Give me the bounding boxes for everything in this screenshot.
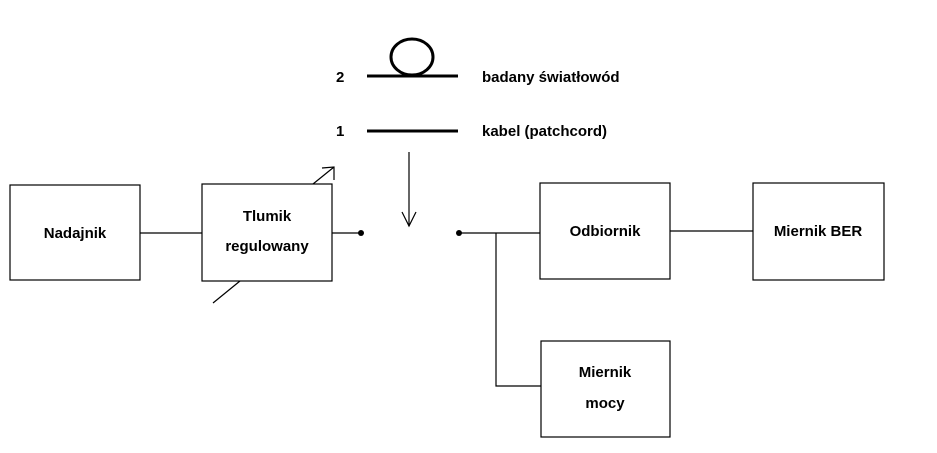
wire-branch-power-meter <box>495 233 541 387</box>
connector-left <box>358 230 364 236</box>
adjustable-arrow-icon <box>212 166 335 304</box>
receiver-label: Odbiornik <box>570 223 641 240</box>
option-1-label: kabel (patchcord) <box>482 123 607 140</box>
option-1-number: 1 <box>336 123 344 140</box>
transmitter-block: Nadajnik <box>9 184 141 281</box>
attenuator-block: Tlumik regulowany <box>201 183 333 282</box>
attenuator-label-line1: Tlumik <box>243 208 292 225</box>
insert-arrow-icon <box>401 152 417 228</box>
attenuator-label-line2: regulowany <box>225 238 309 255</box>
ber-meter-block: Miernik BER <box>752 182 885 281</box>
power-meter-label-line2: mocy <box>585 395 625 412</box>
transmitter-label: Nadajnik <box>44 225 107 242</box>
receiver-block: Odbiornik <box>539 182 671 280</box>
option-2-number: 2 <box>336 69 344 86</box>
power-meter-block: Miernik mocy <box>540 340 671 438</box>
ber-meter-label: Miernik BER <box>774 223 863 240</box>
fiber-loop-icon <box>389 37 435 77</box>
option-2-label: badany światłowód <box>482 69 620 86</box>
power-meter-label-line1: Miernik <box>579 364 632 381</box>
